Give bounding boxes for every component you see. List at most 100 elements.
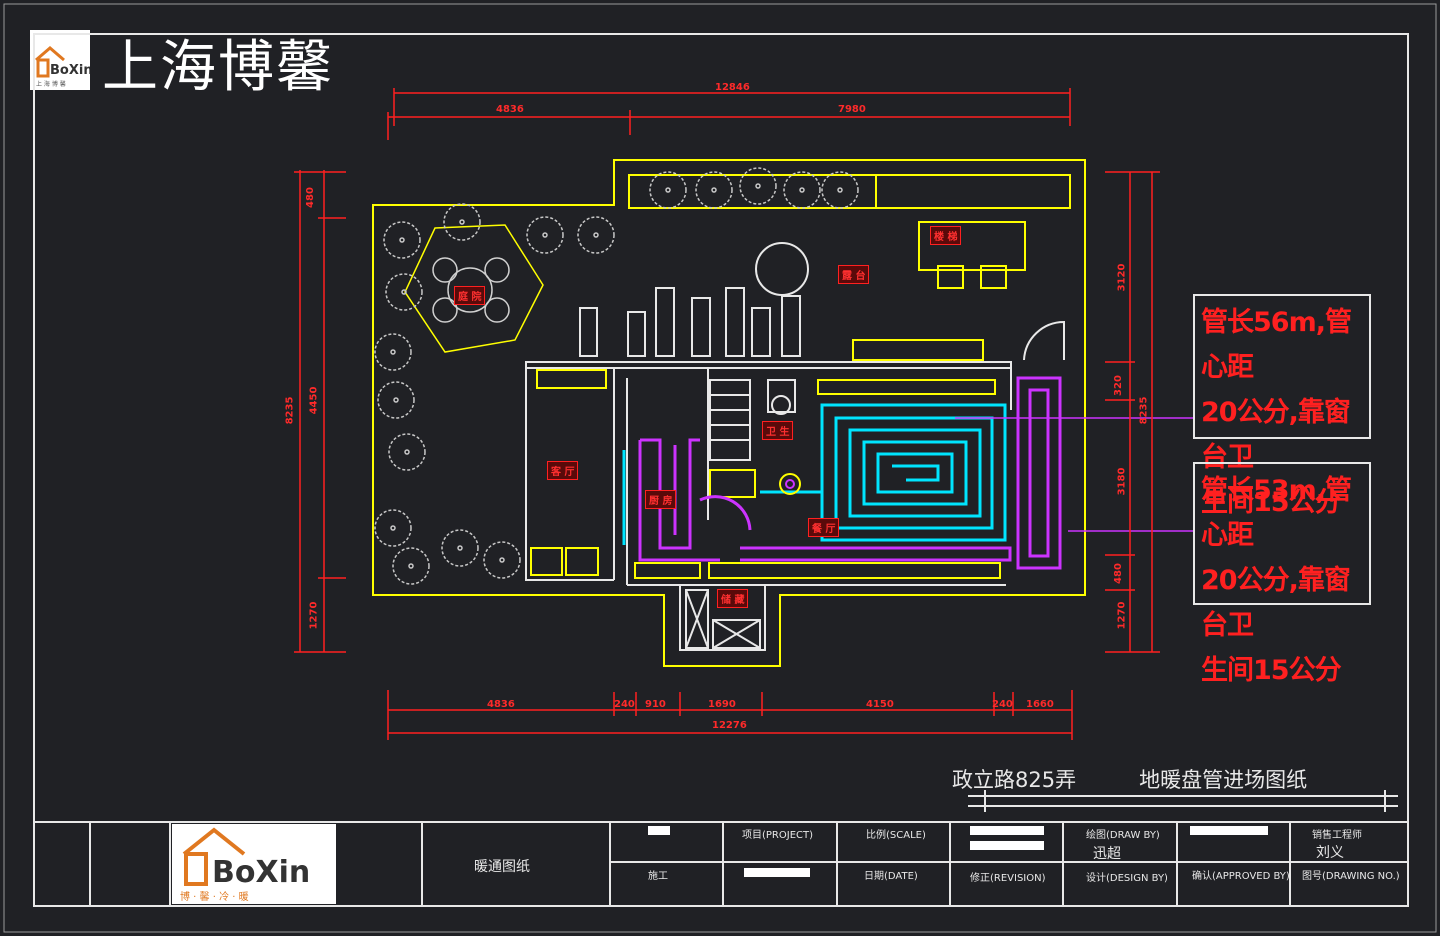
- tree-symbol: [739, 167, 777, 205]
- dim-right-seg-4: 480: [1112, 563, 1124, 584]
- drawing-title: 政立路825弄 地暖盘管进场图纸: [952, 768, 1308, 792]
- sheet-border: [3, 3, 1437, 933]
- loop-b-outer: [1016, 376, 1062, 570]
- dim-bottom-total: 12276: [712, 720, 747, 731]
- room-tag-stair: 楼 梯: [930, 226, 962, 245]
- tree-center: [390, 349, 396, 355]
- room-tag-storage: 储 藏: [717, 589, 749, 608]
- dim-bottom-seg-6: 240: [992, 699, 1013, 710]
- tree-symbol: [392, 547, 430, 585]
- heating-loops: [622, 376, 1062, 570]
- project-label: 项目(PROJECT): [742, 830, 814, 841]
- logo-tagline: 上 海 博 馨: [36, 80, 66, 88]
- dim-bottom-seg-3: 910: [645, 699, 666, 710]
- landscape-trees: [374, 167, 859, 585]
- tree-center: [393, 397, 399, 403]
- pipe-note-2-line-1: 管长53m,管心距: [1201, 475, 1352, 551]
- tree-symbol: [385, 273, 423, 311]
- tree-symbol: [441, 529, 479, 567]
- revision-label: 修正(REVISION): [970, 873, 1046, 884]
- dim-right-seg-3: 3180: [1116, 467, 1128, 496]
- tree-symbol: [526, 216, 564, 254]
- company-logo: BoXin 上 海 博 馨: [30, 30, 93, 90]
- tree-symbol: [443, 203, 481, 241]
- pipe-note-2-line-3: 生间15公分: [1201, 655, 1342, 686]
- logo-mark-icon: BoXin 上 海 博 馨: [35, 46, 93, 88]
- room-tag-kitchen: 厨 房: [645, 490, 677, 509]
- dim-left-seg-2: 4450: [308, 386, 320, 415]
- tree-center: [711, 187, 717, 193]
- dim-left-seg-1: 480: [304, 187, 316, 208]
- title-logo-wordmark: BoXin: [212, 855, 310, 890]
- dim-bottom-seg-2: 240: [614, 699, 635, 710]
- tree-center: [593, 232, 599, 238]
- dim-right-total: 8235: [1138, 396, 1150, 425]
- room-tag-living: 客 厅: [547, 461, 579, 480]
- tree-center: [542, 232, 548, 238]
- dim-left-seg-3: 1270: [308, 601, 320, 630]
- engineer-value: 刘义: [1316, 845, 1344, 861]
- gazebo: [404, 224, 544, 353]
- engineer-label: 销售工程师: [1312, 830, 1362, 841]
- title-block-logo: BoXin 博 · 馨 · 冷 · 暖: [172, 824, 336, 904]
- tree-center: [390, 525, 396, 531]
- draw-by-value: 迅超: [1093, 846, 1121, 862]
- pipe-note-1-line-2: 20公分,靠窗台卫: [1201, 397, 1351, 473]
- room-tag-courtyard: 庭 院: [454, 286, 486, 305]
- tree-center: [401, 289, 407, 295]
- tree-symbol: [695, 171, 733, 209]
- note-leaders: [955, 417, 1194, 532]
- tree-center: [457, 545, 463, 551]
- tree-center: [755, 183, 761, 189]
- pipe-note-2-line-2: 20公分,靠窗台卫: [1201, 565, 1351, 641]
- tree-center: [459, 219, 465, 225]
- tree-symbol: [374, 333, 412, 371]
- pipe-note-1-line-3: 生间15公分: [1201, 487, 1342, 518]
- pipe-note-1: 管长56m,管心距 20公分,靠窗台卫 生间15公分: [1193, 294, 1371, 518]
- tree-center: [665, 187, 671, 193]
- tree-center: [399, 237, 405, 243]
- tree-symbol: [783, 171, 821, 209]
- dim-right-seg-5: 1270: [1116, 601, 1128, 630]
- draw-by-label: 绘图(DRAW BY): [1086, 830, 1160, 841]
- design-label: 设计(DESIGN BY): [1086, 873, 1168, 884]
- dim-left-total: 8235: [284, 396, 296, 425]
- exterior-walls: [372, 159, 1086, 667]
- title-underline: [968, 790, 1398, 812]
- tree-symbol: [649, 171, 687, 209]
- title-logo-tagline: 博 · 馨 · 冷 · 暖: [180, 890, 249, 903]
- room-tag-terrace: 露 台: [838, 265, 870, 284]
- company-name: 上海博馨: [102, 35, 334, 100]
- tree-symbol: [388, 433, 426, 471]
- tree-symbol: [374, 509, 412, 547]
- tree-center: [499, 557, 505, 563]
- drawing-name: 暖通图纸: [474, 859, 530, 875]
- logo-wordmark: BoXin: [50, 63, 90, 78]
- tree-symbol: [483, 541, 521, 579]
- tree-center: [799, 187, 805, 193]
- dim-top-left: 4836: [496, 104, 524, 115]
- interior-walls: [525, 242, 1065, 651]
- dim-right-seg-1: 3120: [1116, 263, 1128, 292]
- dim-top-total: 12846: [715, 82, 750, 93]
- tree-center: [404, 449, 410, 455]
- dim-bottom-seg-1: 4836: [487, 699, 515, 710]
- date-label: 日期(DATE): [864, 871, 918, 882]
- dimension-lines: [294, 88, 1160, 740]
- tree-symbol: [577, 216, 615, 254]
- approved-label: 确认(APPROVED BY): [1192, 871, 1290, 882]
- title-block-redactions: [648, 826, 1268, 877]
- dim-top-right: 7980: [838, 104, 866, 115]
- tree-center: [837, 187, 843, 193]
- pipe-note-1-line-1: 管长56m,管心距: [1201, 307, 1352, 383]
- dim-bottom-seg-5: 4150: [866, 699, 894, 710]
- construction-label: 施工: [648, 871, 668, 882]
- room-tag-dining: 餐 厅: [808, 518, 840, 537]
- title-logo-mark-icon: BoXin 博 · 馨 · 冷 · 暖: [180, 827, 310, 903]
- tree-symbol: [383, 221, 421, 259]
- title-block-grid: [33, 821, 1409, 907]
- room-tag-bathroom: 卫 生: [762, 421, 794, 440]
- dim-bottom-seg-7: 1660: [1026, 699, 1054, 710]
- tree-symbol: [821, 171, 859, 209]
